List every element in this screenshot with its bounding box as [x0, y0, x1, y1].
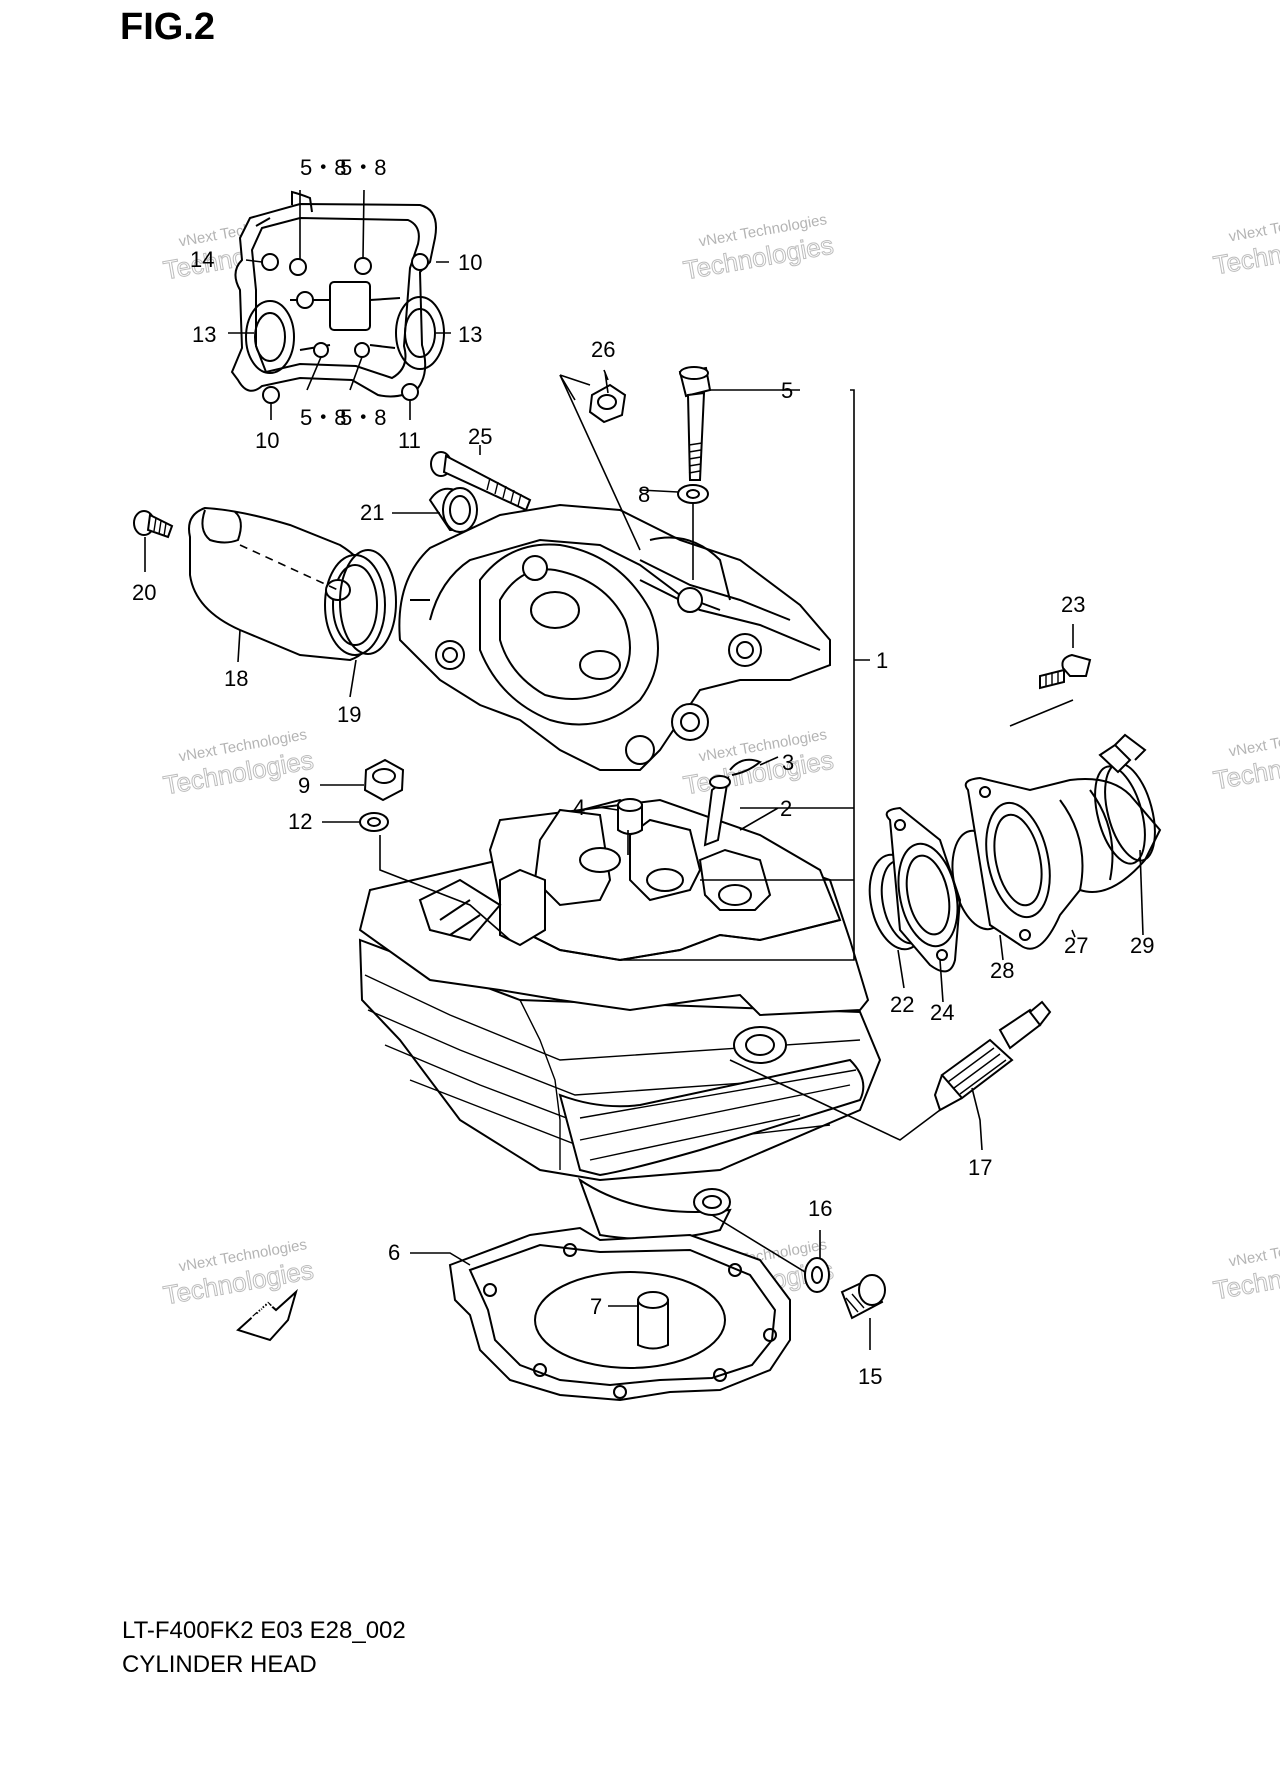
- callout-4: 4: [573, 795, 585, 820]
- callout-16: 16: [808, 1196, 832, 1221]
- callout-labels: 5・8 5・8 14 10 13 13 5・8 5・8 10 11 26 5 8…: [132, 155, 1154, 1389]
- diagram-caption: CYLINDER HEAD: [122, 1651, 317, 1678]
- callout-9: 9: [298, 773, 310, 798]
- callout-15: 15: [858, 1364, 882, 1389]
- leader-lines: [144, 369, 1144, 1350]
- nut-9: [363, 758, 405, 802]
- callout-5: 5: [781, 378, 793, 403]
- callout-17: 17: [968, 1155, 992, 1180]
- callout-13: 13: [192, 322, 216, 347]
- callout-6: 6: [388, 1240, 400, 1265]
- callout-25: 25: [468, 424, 492, 449]
- valve-guide-2: [703, 775, 731, 847]
- callout-13: 13: [458, 322, 482, 347]
- callout-7: 7: [590, 1294, 602, 1319]
- head-cover-gasket-inset: [228, 189, 451, 420]
- callout-10: 10: [255, 428, 279, 453]
- callout-28: 28: [990, 958, 1014, 983]
- bolt-25: [430, 451, 532, 512]
- tappet-cover: [188, 506, 386, 662]
- nut-26: [588, 383, 627, 424]
- callout-22: 22: [890, 992, 914, 1017]
- callout-23: 23: [1061, 592, 1085, 617]
- callout-8: 8: [638, 482, 650, 507]
- bolt-23: [1039, 653, 1092, 690]
- callout-5-8: 5・8: [300, 405, 346, 430]
- callout-10: 10: [458, 250, 482, 275]
- callout-2: 2: [780, 796, 792, 821]
- dowel-pin-7: [637, 1291, 669, 1350]
- callout-5-8: 5・8: [340, 155, 386, 180]
- figure-title: FIG.2: [120, 6, 216, 48]
- callout-1: 1: [876, 648, 888, 673]
- callout-19: 19: [337, 702, 361, 727]
- bolt-20: [133, 510, 174, 539]
- cylinder-head-cover: [398, 503, 831, 771]
- diagram-footer: LT-F400FK2 E03 E28_002 CYLINDER HEAD: [122, 1614, 406, 1682]
- watermark: vNext Technologies Technologies: [681, 211, 837, 286]
- spark-plug-17: [933, 1000, 1052, 1112]
- intake-spacer-24: [885, 806, 962, 973]
- model-code: LT-F400FK2 E03 E28_002: [122, 1617, 406, 1644]
- callout-3: 3: [782, 750, 794, 775]
- callout-24: 24: [930, 1000, 954, 1025]
- callout-12: 12: [288, 809, 312, 834]
- bushing-21: [428, 487, 478, 533]
- watermark: vNext Technologies Technologies: [161, 726, 317, 801]
- circlip-3: [729, 758, 762, 776]
- cylinder-head: [358, 798, 882, 1240]
- bolt-5: [678, 366, 712, 481]
- watermark: vNext Technologies Technologies: [1211, 1231, 1280, 1306]
- callout-11: 11: [398, 428, 421, 453]
- fwd-arrow: FWD: [236, 1288, 298, 1342]
- washer-12: [359, 812, 389, 832]
- head-gasket-6: [448, 1226, 791, 1402]
- callout-27: 27: [1064, 933, 1088, 958]
- washer-16: [804, 1257, 830, 1293]
- callout-14: 14: [190, 247, 214, 272]
- callout-5-8: 5・8: [300, 155, 346, 180]
- dowel-pin-4: [617, 798, 643, 835]
- callout-26: 26: [591, 337, 615, 362]
- callout-29: 29: [1130, 933, 1154, 958]
- washer-8: [677, 484, 709, 504]
- watermark: vNext Technologies Technologies: [1211, 721, 1280, 796]
- o-ring-19: [339, 549, 397, 655]
- watermark: vNext Technologies Technologies: [1211, 206, 1280, 281]
- callout-5-8: 5・8: [340, 405, 386, 430]
- callout-20: 20: [132, 580, 156, 605]
- callout-21: 21: [360, 500, 384, 525]
- callout-18: 18: [224, 666, 248, 691]
- clamp-29: [1094, 733, 1156, 865]
- drain-plug-15: [840, 1274, 886, 1320]
